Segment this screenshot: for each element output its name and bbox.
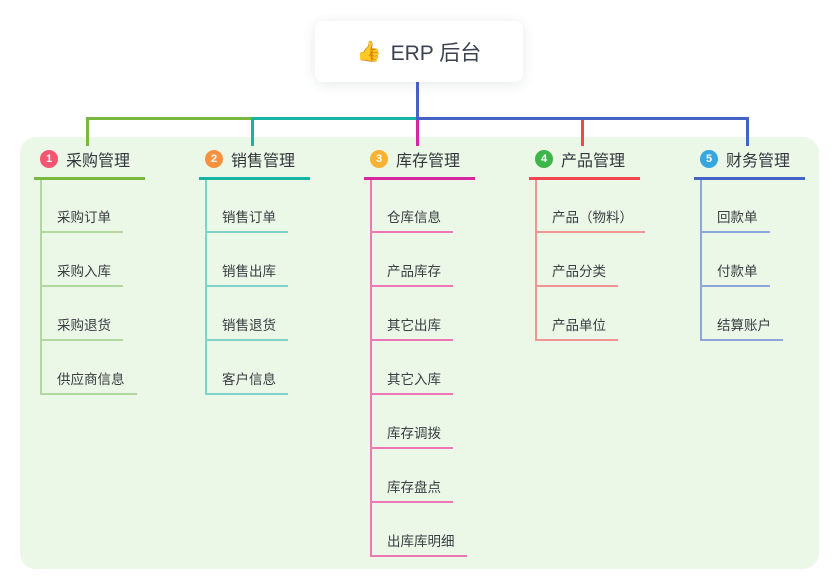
child-node-产品（物料）[interactable]: 产品（物料）: [535, 203, 645, 233]
child-node-结算账户[interactable]: 结算账户: [700, 311, 783, 341]
child-node-其它入库[interactable]: 其它入库: [370, 365, 453, 395]
child-node-产品库存[interactable]: 产品库存: [370, 257, 453, 287]
bus-segment-3: [416, 117, 749, 120]
child-node-回款单[interactable]: 回款单: [700, 203, 770, 233]
child-connector-line: [700, 179, 702, 341]
child-node-库存盘点[interactable]: 库存盘点: [370, 473, 453, 503]
child-node-销售退货[interactable]: 销售退货: [205, 311, 288, 341]
branch-number-badge: 5: [700, 150, 718, 168]
root-node[interactable]: 👍 ERP 后台: [315, 21, 523, 82]
child-node-库存调拨[interactable]: 库存调拨: [370, 419, 453, 449]
child-node-销售订单[interactable]: 销售订单: [205, 203, 288, 233]
child-node-采购订单[interactable]: 采购订单: [40, 203, 123, 233]
child-node-采购退货[interactable]: 采购退货: [40, 311, 123, 341]
thumbs-up-icon: 👍: [356, 41, 382, 63]
branch-node-采购管理[interactable]: 1 采购管理: [34, 147, 145, 180]
branch-node-财务管理[interactable]: 5 财务管理: [694, 147, 805, 180]
branch-stub-5: [745, 120, 749, 146]
child-connector-line: [370, 179, 372, 557]
branch-node-产品管理[interactable]: 4 产品管理: [529, 147, 640, 180]
child-node-供应商信息[interactable]: 供应商信息: [40, 365, 137, 395]
bus-segment-2: [250, 117, 418, 120]
child-node-其它出库[interactable]: 其它出库: [370, 311, 453, 341]
branch-stub-1: [85, 120, 89, 146]
branch-stub-2: [250, 120, 254, 146]
branch-stub-4: [580, 120, 584, 146]
branches-panel: [20, 137, 819, 569]
branch-number-badge: 4: [535, 150, 553, 168]
child-node-仓库信息[interactable]: 仓库信息: [370, 203, 453, 233]
child-connector-line: [205, 179, 207, 395]
child-node-销售出库[interactable]: 销售出库: [205, 257, 288, 287]
child-connector-line: [535, 179, 537, 341]
branch-number-badge: 1: [40, 150, 58, 168]
child-node-采购入库[interactable]: 采购入库: [40, 257, 123, 287]
root-connector-line: [416, 81, 419, 120]
bus-segment-1: [85, 117, 254, 120]
branch-label: 库存管理: [396, 153, 461, 170]
branch-label: 产品管理: [561, 153, 626, 170]
child-node-客户信息[interactable]: 客户信息: [205, 365, 288, 395]
root-label: ERP 后台: [390, 41, 482, 65]
branch-stub-3: [415, 120, 419, 146]
child-node-产品单位[interactable]: 产品单位: [535, 311, 618, 341]
child-connector-line: [40, 179, 42, 395]
branch-label: 销售管理: [231, 153, 296, 170]
child-node-出库库明细[interactable]: 出库库明细: [370, 527, 467, 557]
branch-node-销售管理[interactable]: 2 销售管理: [199, 147, 310, 180]
branch-node-库存管理[interactable]: 3 库存管理: [364, 147, 475, 180]
branch-number-badge: 3: [370, 150, 388, 168]
branch-number-badge: 2: [205, 150, 223, 168]
branch-label: 采购管理: [66, 153, 131, 170]
branch-label: 财务管理: [726, 153, 791, 170]
child-node-产品分类[interactable]: 产品分类: [535, 257, 618, 287]
child-node-付款单[interactable]: 付款单: [700, 257, 770, 287]
